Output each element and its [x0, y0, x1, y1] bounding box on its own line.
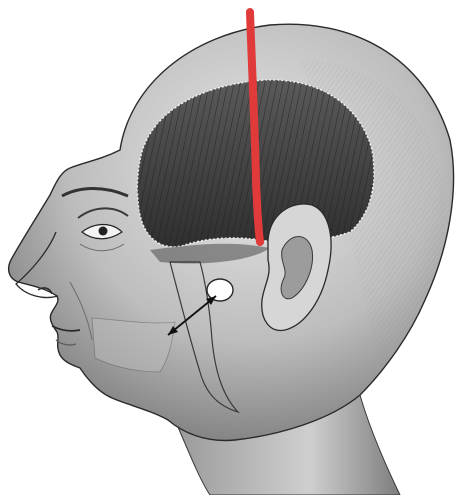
head-anatomy-illustration [0, 0, 458, 495]
illustration-canvas [0, 0, 458, 495]
